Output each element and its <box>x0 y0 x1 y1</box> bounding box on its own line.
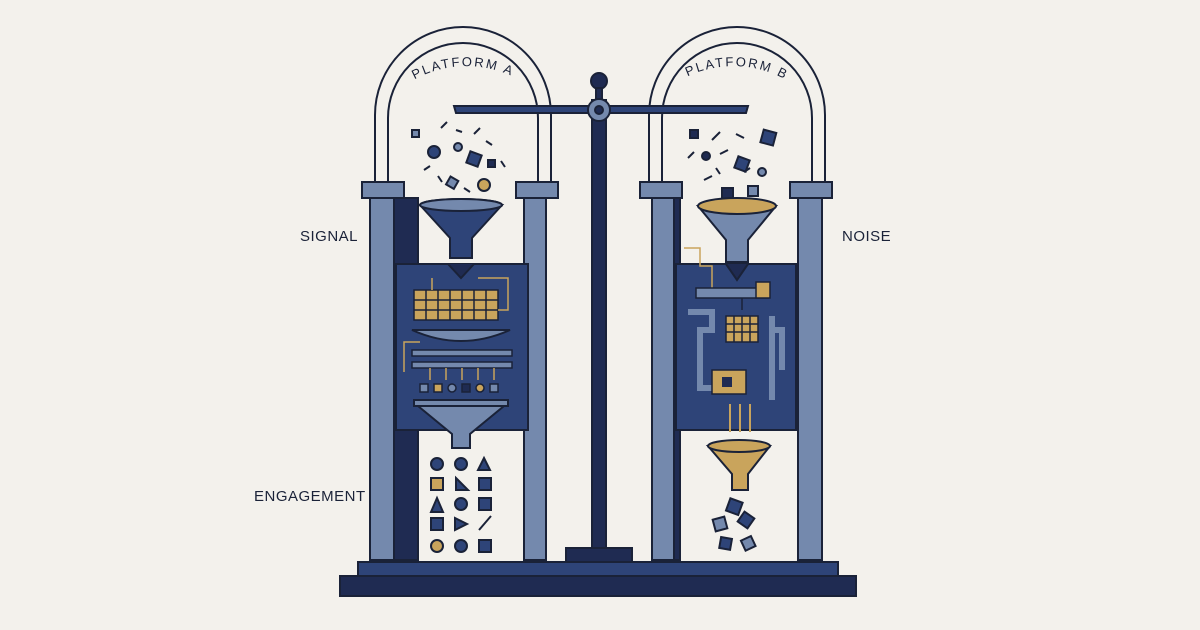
filter-grid-icon <box>413 289 499 321</box>
shape-particles-icon <box>711 497 757 552</box>
signal-label: SIGNAL <box>300 228 359 245</box>
platform-a-label: PLATFORM A <box>409 54 517 82</box>
right-input-particles <box>687 128 778 200</box>
platform-b-label: PLATFORM B <box>683 54 791 82</box>
left-input-particles <box>411 121 506 193</box>
funnel-icon <box>417 198 505 259</box>
noise-label: NOISE <box>842 228 892 245</box>
left-columns <box>361 181 559 561</box>
funnel-icon <box>695 197 779 263</box>
left-machine-panel <box>395 263 529 449</box>
engagement-label: ENGAGEMENT <box>254 488 366 505</box>
arch-right <box>648 26 826 182</box>
arch-left <box>374 26 552 182</box>
base <box>339 561 857 597</box>
chip-icon <box>725 315 759 343</box>
right-machine-panel <box>675 247 797 432</box>
balance-scale-icon <box>452 72 750 563</box>
shape-particles-icon <box>429 455 492 553</box>
funnel-icon <box>705 439 773 491</box>
